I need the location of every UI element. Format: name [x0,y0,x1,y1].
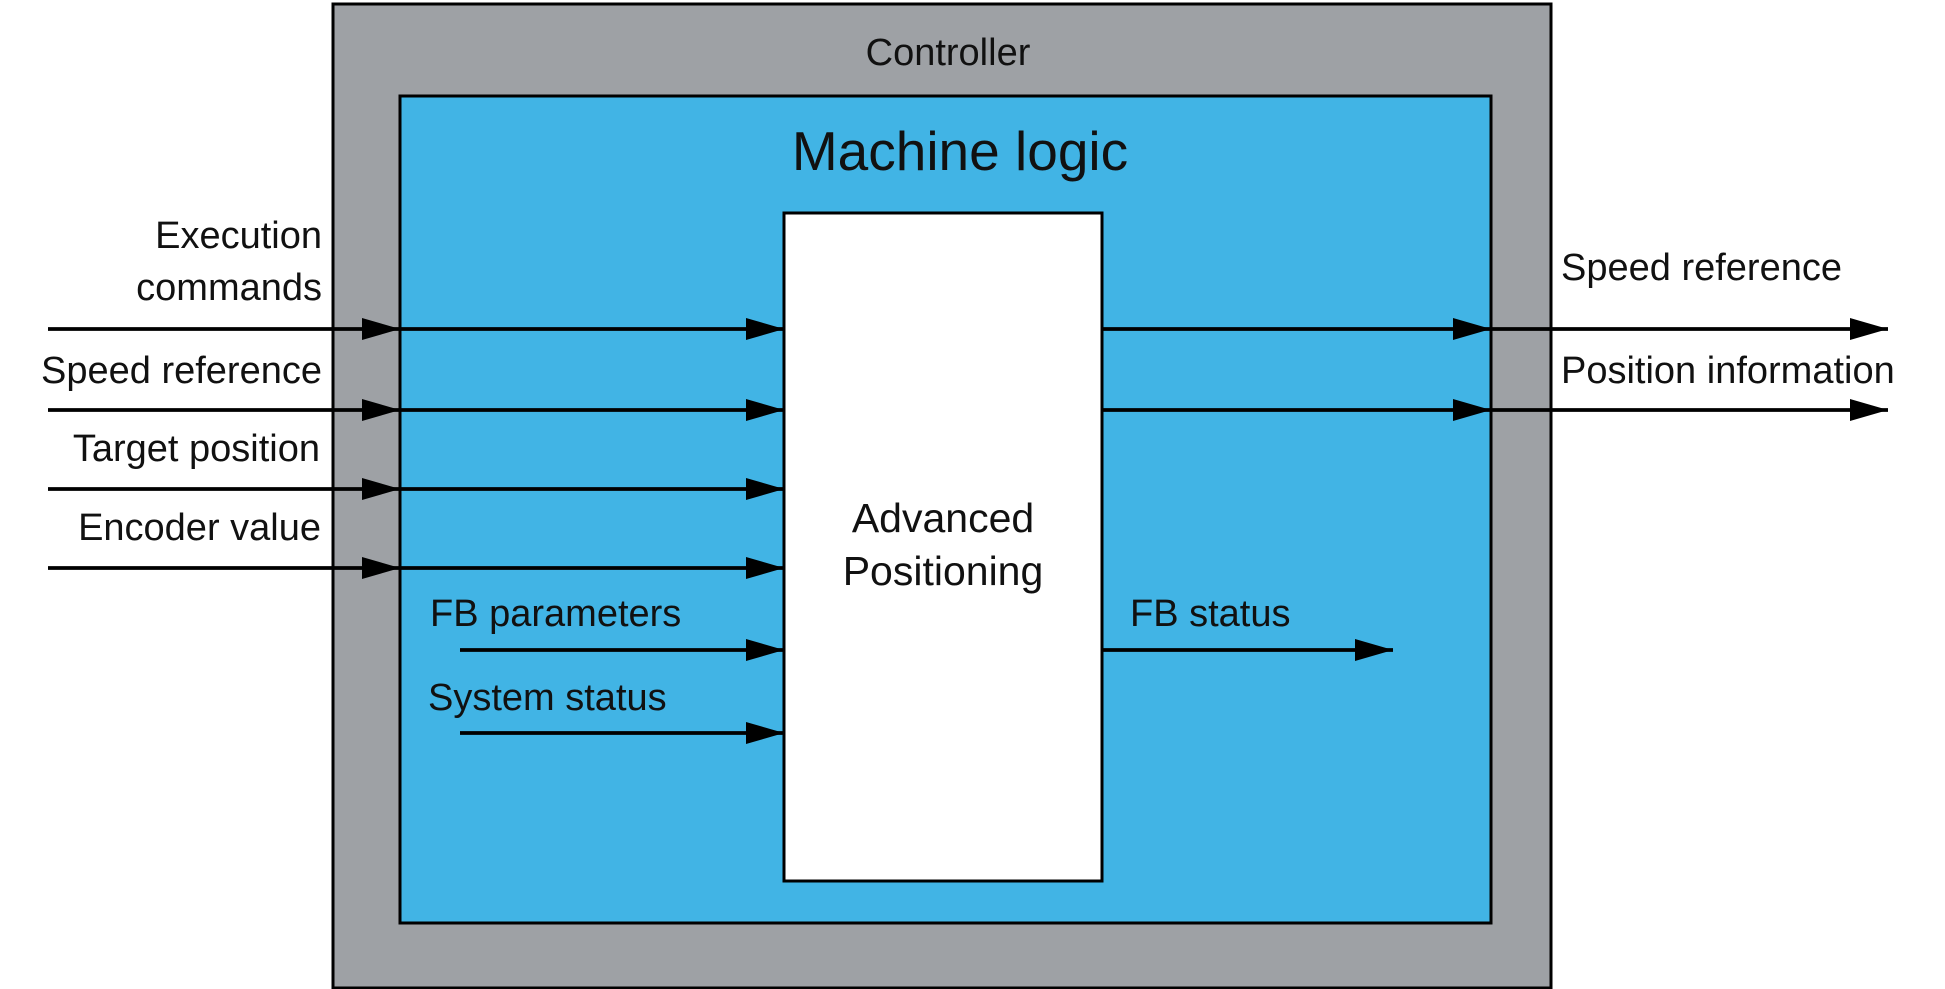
advanced-positioning-label-line2: Positioning [843,548,1044,594]
fb-status-label: FB status [1130,593,1291,635]
speed-reference-in-label: Speed reference [41,350,322,392]
controller-label: Controller [866,32,1031,74]
execution-commands-label-line1: Execution [155,215,322,257]
system-status-label: System status [428,677,667,719]
target-position-label: Target position [73,428,320,470]
position-information-label: Position information [1561,350,1895,392]
advanced-positioning-block [782,211,1104,883]
machine-logic-label: Machine logic [792,120,1128,182]
speed-reference-out-label: Speed reference [1561,247,1842,289]
fb-parameters-label: FB parameters [430,593,681,635]
execution-commands-label-line2: commands [136,267,322,309]
encoder-value-label: Encoder value [78,507,321,549]
advanced-positioning-label-line1: Advanced [852,495,1034,541]
